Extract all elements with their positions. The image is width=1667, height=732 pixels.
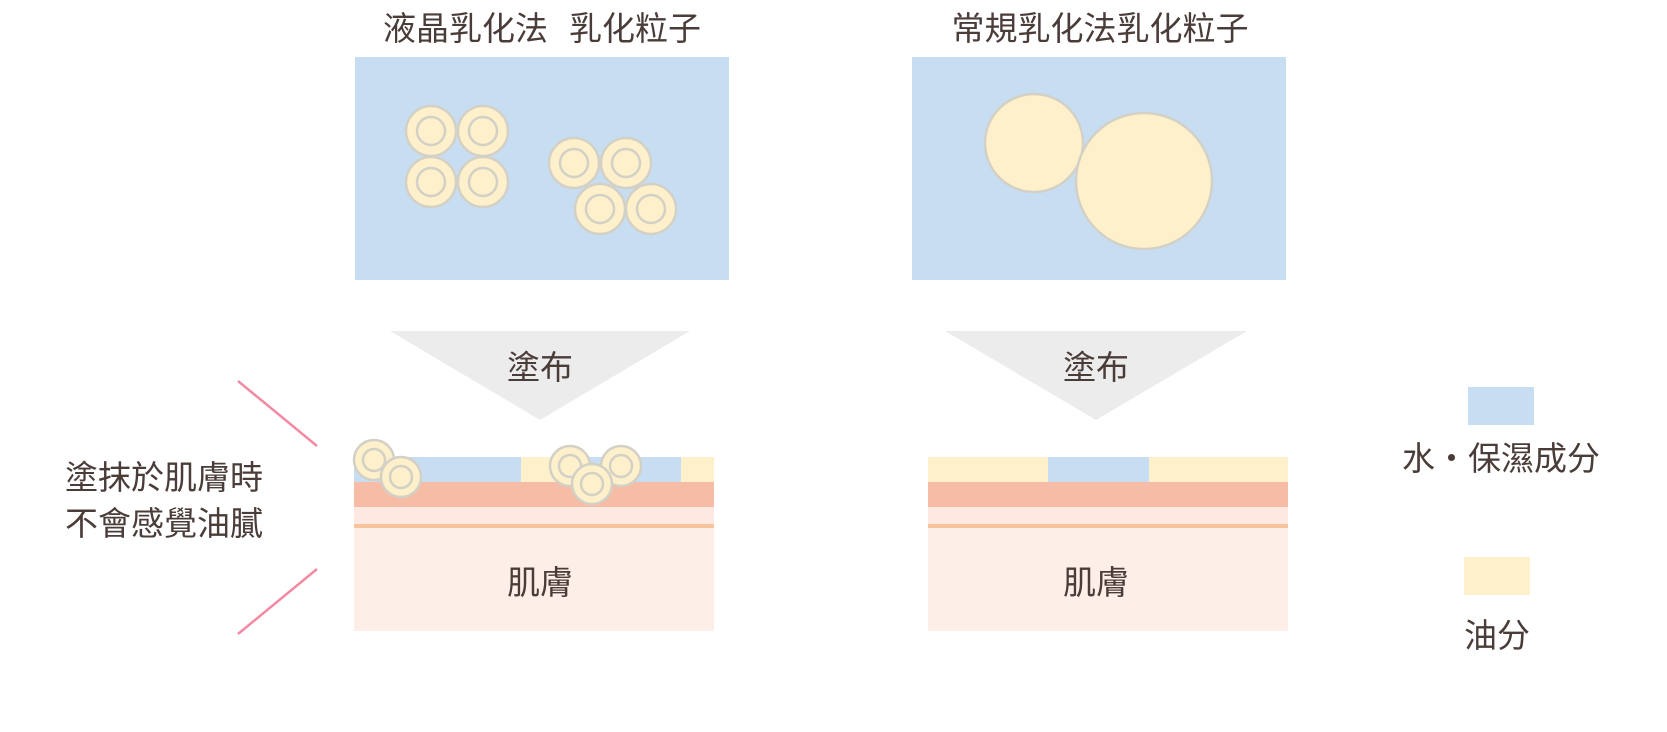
left-panel-title: 液晶乳化法 乳化粒子 (383, 9, 701, 48)
skin-label: 肌膚 (1063, 563, 1129, 602)
film-oil-segment (681, 457, 714, 482)
skin-cross-section (928, 457, 1288, 631)
oil-droplet-small (983, 92, 1085, 194)
oil-droplet-large (1074, 111, 1214, 251)
skin-line (928, 524, 1288, 528)
legend: 水・保濕成分 油分 (1402, 387, 1600, 655)
left-panel: 液晶乳化法 乳化粒子 塗布 (352, 9, 729, 631)
skin-cross-section (354, 457, 714, 631)
particle-core (610, 147, 642, 179)
skin-base-layer (928, 527, 1288, 631)
callout: 塗抹於肌膚時 不會感覺油膩 (65, 380, 318, 635)
apply-arrow-label: 塗布 (1063, 348, 1129, 387)
particle-core (467, 166, 499, 198)
particle-core (635, 193, 667, 225)
apply-arrow (390, 331, 690, 420)
particle-core (415, 115, 447, 147)
skin-top-layer (928, 482, 1288, 507)
particle-core (584, 193, 616, 225)
particle-core (467, 115, 499, 147)
applied-particles (352, 438, 643, 506)
liquid-crystal-particle-cluster (404, 104, 510, 209)
particle-core (388, 464, 414, 490)
legend-oil-label: 油分 (1464, 616, 1530, 655)
liquid-crystal-particle-cluster (547, 136, 678, 236)
particle-core (579, 471, 605, 497)
callout-line-bottom (237, 568, 318, 635)
skin-base-layer (354, 527, 714, 631)
callout-text-line1: 塗抹於肌膚時 (65, 458, 263, 497)
particle-core (558, 147, 590, 179)
film-water-segment (1048, 457, 1149, 482)
legend-water-label: 水・保濕成分 (1402, 439, 1600, 478)
conventional-oil-droplets (983, 92, 1214, 251)
particle-core (361, 447, 387, 473)
skin-line (354, 524, 714, 528)
particle-core (415, 166, 447, 198)
film-oil-segment (1149, 457, 1288, 482)
apply-arrow (945, 331, 1247, 420)
right-panel: 常規乳化法乳化粒子 塗布 肌膚 (912, 9, 1288, 631)
particle-core (608, 453, 634, 479)
callout-line-top (237, 380, 318, 447)
legend-oil-swatch (1464, 557, 1530, 595)
film-oil-segment (928, 457, 1048, 482)
legend-water-swatch (1468, 387, 1534, 425)
right-panel-title: 常規乳化法乳化粒子 (952, 9, 1249, 48)
callout-text-line2: 不會感覺油膩 (65, 504, 263, 543)
skin-label: 肌膚 (507, 563, 573, 602)
apply-arrow-label: 塗布 (507, 348, 573, 387)
